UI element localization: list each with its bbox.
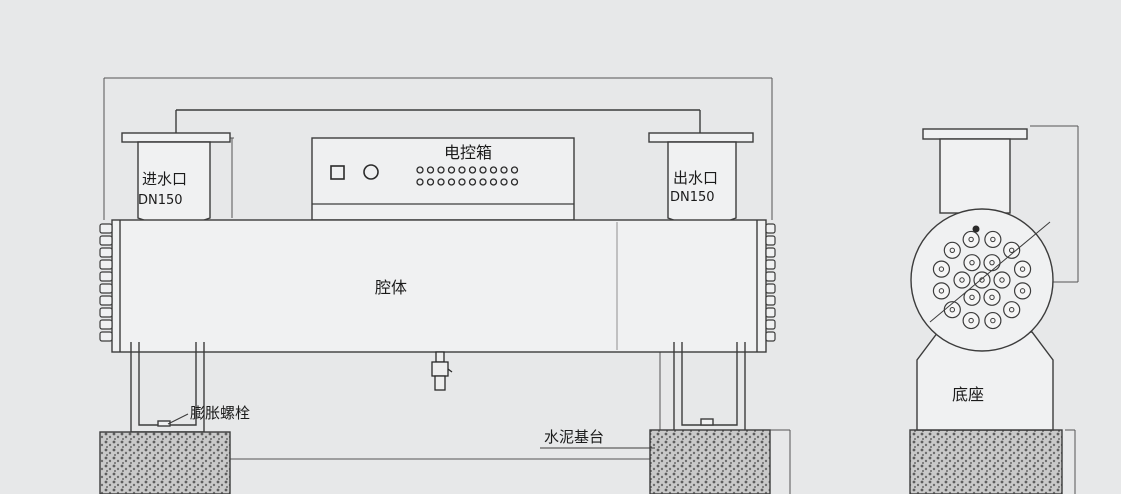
lamp-tube: [962, 230, 980, 249]
indicator-light: [447, 166, 456, 174]
lamp-cap: [765, 331, 776, 342]
indicator-light: [468, 166, 477, 174]
lamp-cap: [99, 319, 113, 330]
lamp-tube: [983, 288, 1001, 306]
lamp-cap: [99, 223, 113, 234]
lamp-cap: [765, 247, 776, 258]
lamp-tube: [943, 301, 961, 319]
control-box-label: 电控箱: [444, 143, 492, 162]
right-lamp-caps: [765, 223, 776, 342]
lamp-tube: [962, 311, 980, 330]
lamp-cap: [765, 307, 776, 318]
lamp-cap: [99, 295, 113, 306]
outlet-label: 出水口: [673, 169, 718, 187]
vent-point: [972, 225, 980, 233]
dimension-lines: [103, 77, 1079, 494]
lamp-cap: [99, 247, 113, 258]
lamp-tube: [1003, 301, 1021, 319]
concrete-block-side: [909, 429, 1063, 494]
lamp-tube: [943, 241, 961, 259]
lamp-tube: [932, 282, 951, 300]
outlet-size-label: DN150: [670, 190, 715, 205]
chamber-label: 腔体: [375, 278, 407, 297]
lamp-cap: [99, 259, 113, 270]
indicator-light: [479, 178, 487, 186]
lamp-tube: [932, 260, 951, 278]
lamp-cap: [99, 283, 113, 294]
concrete-block-right: [649, 429, 771, 494]
inlet-label: 进水口: [142, 170, 187, 188]
indicator-light: [437, 178, 445, 186]
lamp-cap: [765, 283, 776, 294]
lamp-tube: [984, 230, 1002, 249]
inlet-size-label: DN150: [138, 193, 183, 208]
leader-lines: [167, 413, 655, 449]
indicator-light: [500, 166, 508, 174]
lamp-cap: [765, 271, 776, 282]
lamp-cap: [99, 235, 113, 246]
indicator-light: [500, 178, 508, 186]
indicator-light: [416, 178, 424, 186]
drain-valve: [431, 351, 453, 391]
lamp-tube: [963, 254, 981, 272]
lamp-tube: [993, 271, 1011, 289]
indicator-light: [447, 178, 456, 186]
concrete-block-left: [99, 431, 231, 494]
lamp-tube: [1003, 241, 1021, 259]
lamp-cap: [99, 331, 113, 342]
indicator-light-grid: [416, 166, 519, 186]
lamp-tube: [1013, 260, 1032, 278]
connecting-pipe: [175, 109, 701, 134]
indicator-light: [479, 166, 487, 174]
indicator-light: [468, 178, 477, 186]
indicator-light: [437, 166, 445, 174]
lamp-cap: [765, 319, 776, 330]
indicator-light: [510, 178, 519, 186]
bolt-label: 膨胀螺栓: [190, 404, 250, 422]
indicator-light: [510, 166, 519, 174]
indicator-light: [426, 166, 435, 174]
lamp-cap: [765, 259, 776, 270]
base-label: 底座: [952, 385, 984, 404]
lamp-tube: [953, 271, 971, 289]
lamp-cap: [765, 223, 776, 234]
left-lamp-caps: [99, 223, 113, 342]
lamp-tube: [973, 271, 991, 289]
lamp-cap: [765, 235, 776, 246]
lamp-tube: [963, 288, 981, 306]
control-box: [311, 137, 575, 221]
lamp-tube: [984, 311, 1002, 330]
indicator-light: [426, 178, 435, 186]
lamp-cap: [99, 307, 113, 318]
lamp-tube: [1013, 282, 1032, 300]
lamp-cap: [99, 271, 113, 282]
indicator-light: [458, 166, 466, 174]
circle-indicator-icon: [363, 164, 379, 180]
side-view-section-line: [929, 221, 1051, 323]
lamp-cap: [765, 295, 776, 306]
indicator-light: [416, 166, 424, 174]
inlet-pipe: [121, 132, 231, 226]
indicator-light: [458, 178, 466, 186]
indicator-light: [489, 166, 498, 174]
chamber-body: [111, 219, 767, 353]
square-switch-icon: [330, 165, 345, 180]
indicator-light: [489, 178, 498, 186]
cement-base-label: 水泥基台: [544, 428, 604, 446]
lamp-tube: [983, 254, 1001, 272]
